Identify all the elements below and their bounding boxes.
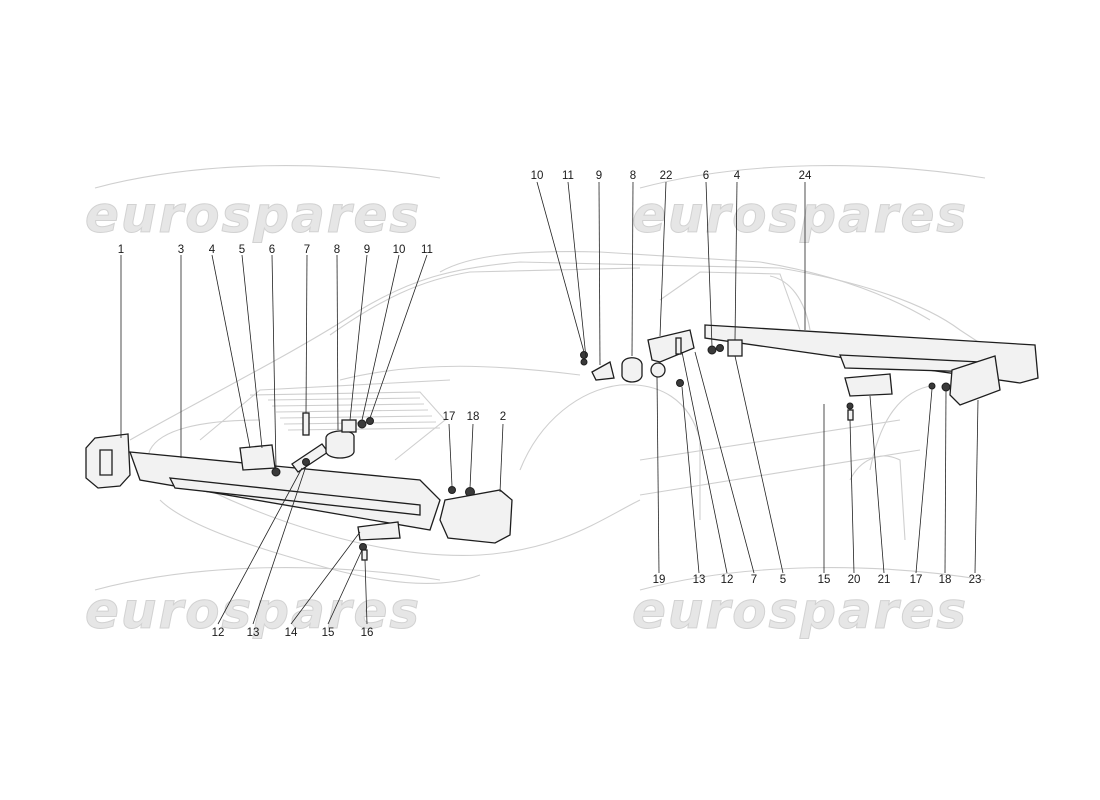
front-bumper-end-cap-right — [439, 489, 513, 544]
callout-label: 8 — [334, 244, 340, 256]
callout-labels: 1 3 4 5 6 7 8 9 10 11 17 18 2 12 13 14 1… — [118, 170, 982, 639]
callout-label: 9 — [364, 244, 370, 256]
bracket — [727, 339, 743, 357]
washer — [941, 382, 951, 392]
end-cap-inner — [99, 449, 113, 476]
watermark-swoosh — [639, 165, 986, 189]
rear-bumper-end-cap-left — [647, 329, 695, 363]
callout-label: 21 — [878, 574, 891, 586]
rubber-bush — [325, 430, 355, 459]
washer — [580, 351, 588, 359]
car-body-outline — [129, 251, 1021, 584]
callout-label: 9 — [596, 170, 602, 182]
callout-label: 4 — [209, 244, 216, 256]
rubber-bush — [621, 357, 643, 383]
watermark-swoosh — [639, 567, 986, 591]
washer — [846, 402, 854, 410]
callout-label: 1 — [118, 244, 124, 256]
callout-label: 17 — [443, 411, 456, 423]
nut — [707, 345, 717, 355]
callout-label: 10 — [531, 170, 544, 182]
bumper-bracket — [239, 444, 276, 471]
screw — [847, 409, 854, 421]
bolt — [675, 337, 682, 355]
leader-lines — [120, 181, 979, 625]
callout-label: 10 — [393, 244, 406, 256]
engine-vent — [267, 397, 441, 431]
callout-label: 6 — [269, 244, 275, 256]
nut — [271, 467, 281, 477]
watermark-text: eurospares — [632, 186, 968, 244]
washer — [716, 344, 724, 352]
callout-label: 15 — [818, 574, 831, 586]
callout-label: 24 — [799, 170, 812, 182]
callout-label: 12 — [721, 574, 734, 586]
watermark-text: eurospares — [85, 186, 421, 244]
callout-label: 3 — [178, 244, 184, 256]
washer — [676, 379, 684, 387]
lower-bracket — [357, 521, 401, 541]
callout-label: 23 — [969, 574, 982, 586]
watermark-layer: eurospares eurospares eurospares eurospa… — [85, 165, 986, 641]
bracket — [591, 361, 615, 381]
front-bumper-assembly — [85, 412, 513, 561]
washer — [302, 458, 310, 466]
bolt — [302, 412, 310, 436]
callout-label: 12 — [212, 627, 225, 639]
rear-bumper-assembly — [580, 324, 1039, 421]
callout-label: 2 — [500, 411, 506, 423]
callout-label: 19 — [653, 574, 666, 586]
callout-label: 17 — [910, 574, 923, 586]
nut — [366, 417, 374, 425]
watermark-text: eurospares — [85, 582, 421, 640]
callout-label: 15 — [322, 627, 335, 639]
side-bracket — [844, 373, 893, 397]
watermark-swoosh — [94, 567, 441, 591]
callout-label: 14 — [285, 627, 298, 639]
callout-label: 16 — [361, 627, 374, 639]
callout-label: 18 — [939, 574, 952, 586]
callout-label: 7 — [304, 244, 310, 256]
bracket — [341, 419, 357, 433]
screw — [361, 549, 368, 561]
callout-label: 11 — [421, 244, 433, 256]
callout-label: 20 — [848, 574, 861, 586]
callout-label: 6 — [703, 170, 709, 182]
watermark-text: eurospares — [632, 582, 968, 640]
callout-label: 7 — [751, 574, 757, 586]
callout-label: 22 — [660, 170, 673, 182]
callout-label: 4 — [734, 170, 741, 182]
callout-label: 5 — [780, 574, 786, 586]
nut — [580, 358, 588, 366]
washer — [357, 419, 367, 429]
mounting-tube — [291, 443, 329, 473]
callout-label: 8 — [630, 170, 636, 182]
bolt-head — [928, 382, 936, 390]
callout-label: 11 — [562, 170, 574, 182]
watermark-swoosh — [94, 165, 441, 189]
rear-bumper-end-cap-right — [949, 355, 1001, 406]
callout-label: 13 — [693, 574, 706, 586]
ring — [650, 362, 666, 378]
callout-label: 13 — [247, 627, 260, 639]
bumper-lower-lip — [168, 477, 421, 516]
callout-label: 18 — [467, 411, 480, 423]
callout-label: 5 — [239, 244, 245, 256]
bolt-head — [448, 486, 456, 494]
